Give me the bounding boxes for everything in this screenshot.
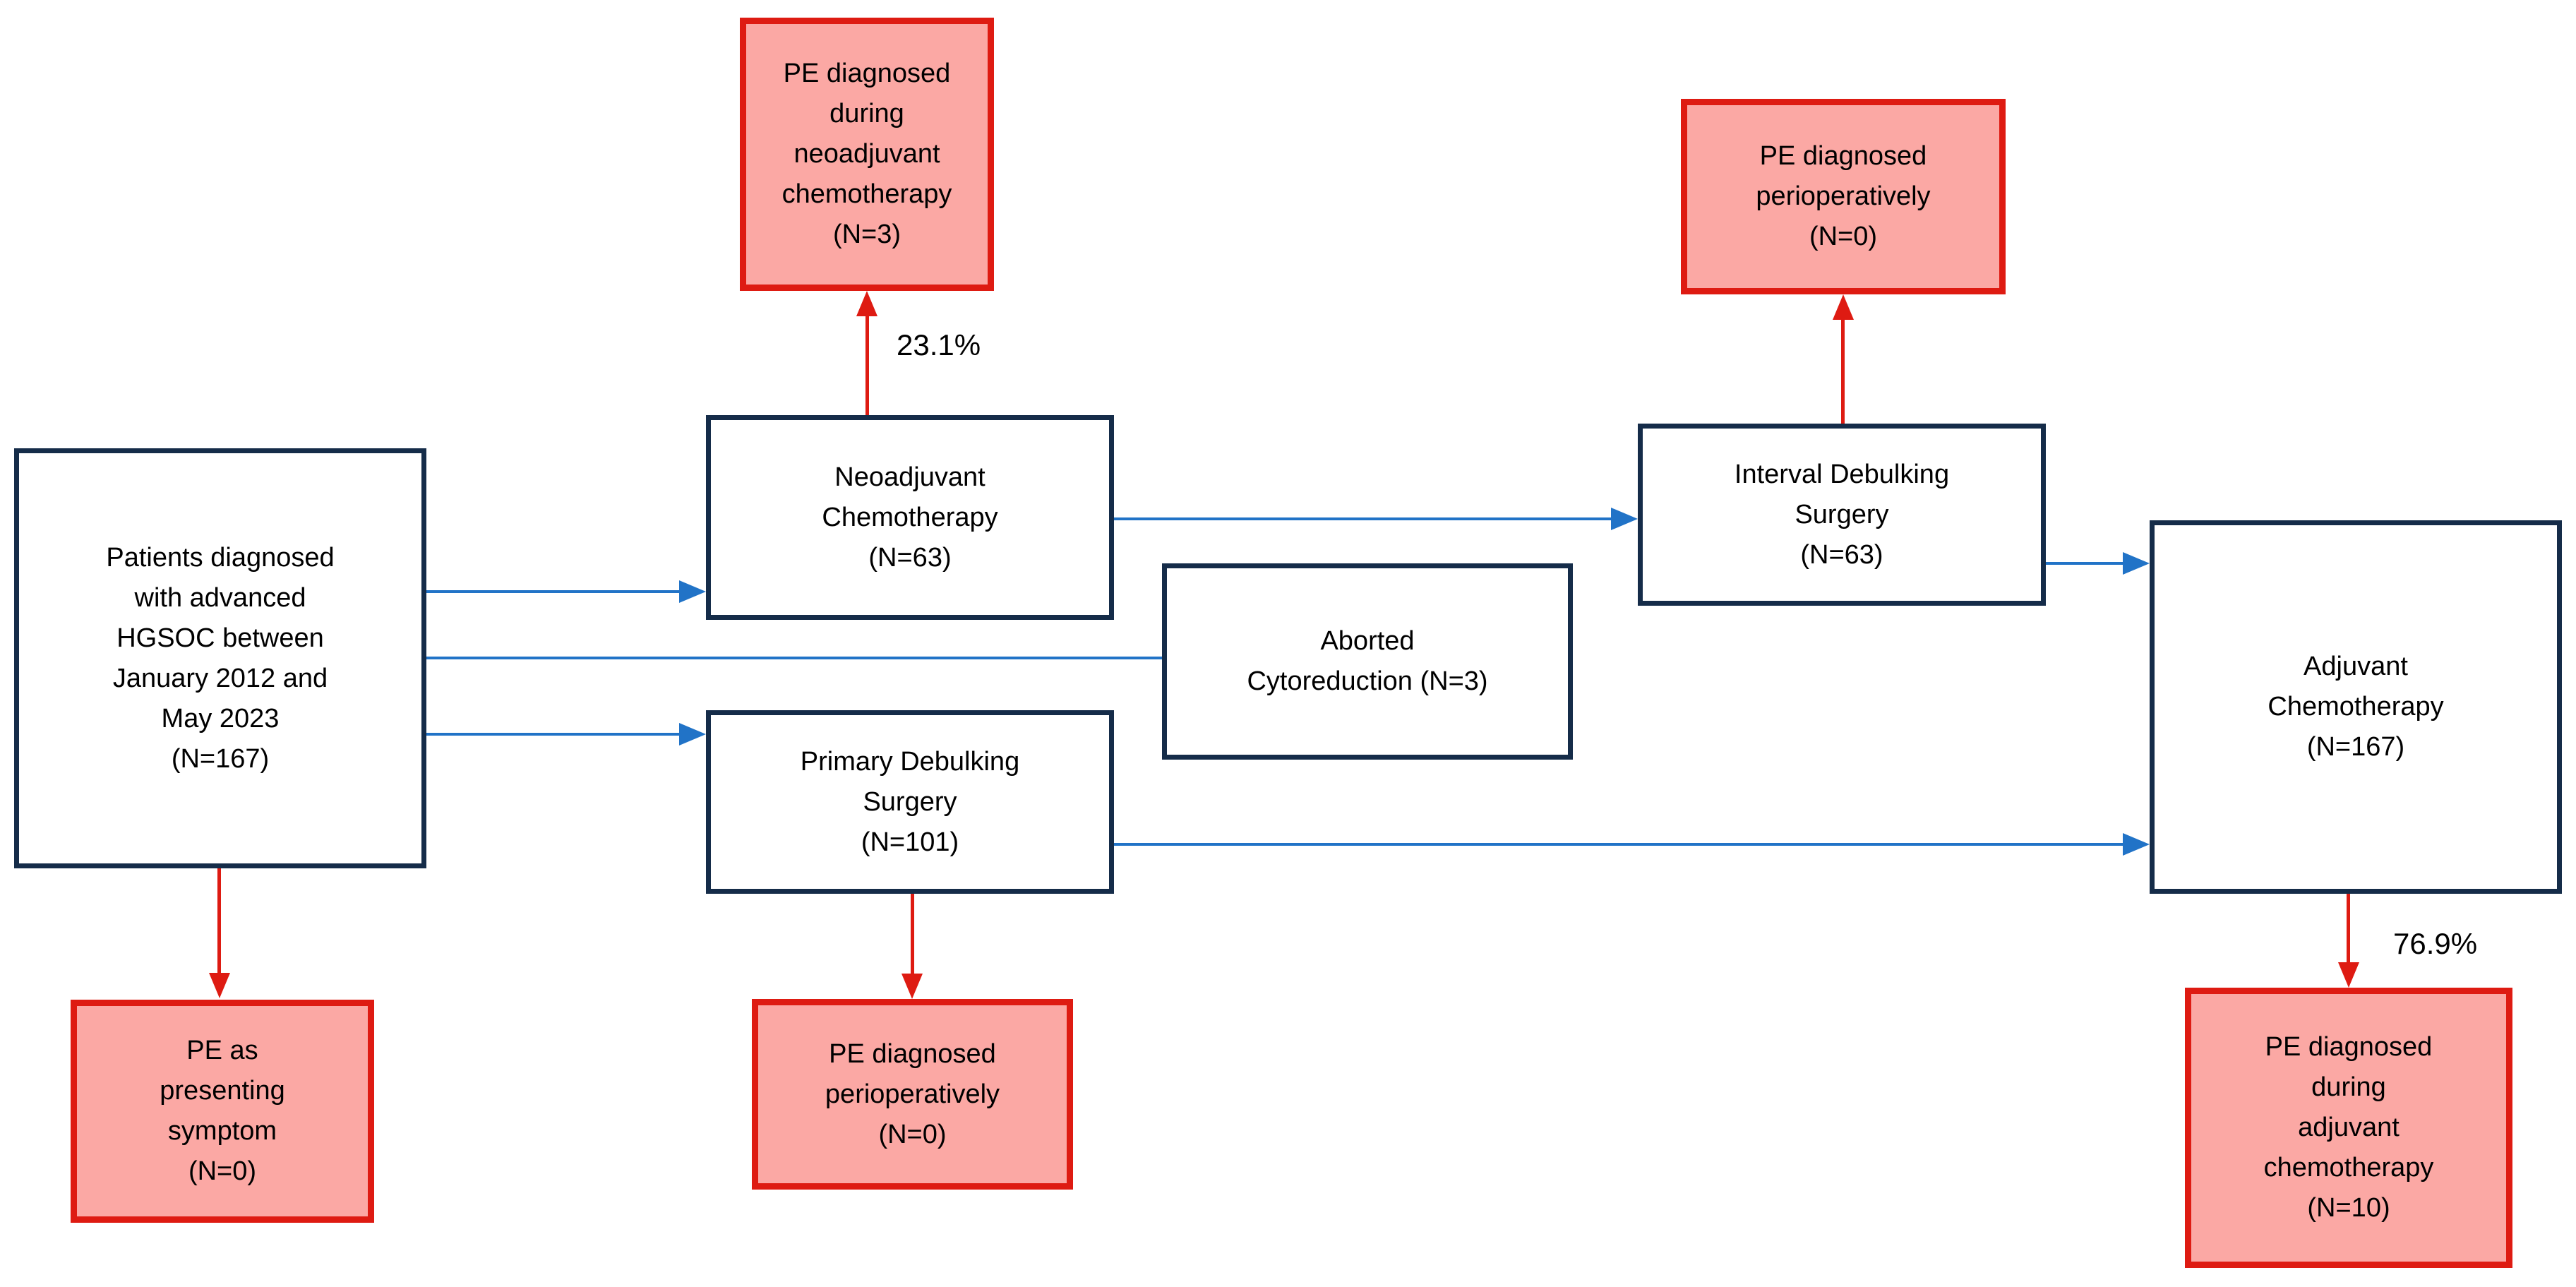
arrow-interval-to-adjuvant-line xyxy=(2046,562,2126,565)
label-neoadjuvant-pe-rate: 23.1% xyxy=(897,328,981,361)
node-primary-debulking-surgery: Primary Debulking Surgery (N=101) xyxy=(706,710,1114,894)
arrow-neoadjuvant-to-interval-line xyxy=(1114,517,1614,520)
node-neoadjuvant-chemotherapy: Neoadjuvant Chemotherapy (N=63) xyxy=(706,415,1114,620)
node-pe-during-neoadjuvant-label: PE diagnosed during neoadjuvant chemothe… xyxy=(781,59,952,249)
node-interval-debulking-surgery: Interval Debulking Surgery (N=63) xyxy=(1638,424,2046,606)
node-pe-during-adjuvant: PE diagnosed during adjuvant chemotherap… xyxy=(2185,988,2512,1268)
node-primary-debulking-surgery-label: Primary Debulking Surgery (N=101) xyxy=(800,746,1020,857)
arrow-neoadjuvant-to-interval-head-icon xyxy=(1611,508,1638,530)
arrow-interval-to-pe-head-icon xyxy=(1833,294,1854,320)
node-adjuvant-chemotherapy: Adjuvant Chemotherapy (N=167) xyxy=(2150,520,2562,894)
node-aborted-cytoreduction-label: Aborted Cytoreduction (N=3) xyxy=(1247,626,1488,696)
arrow-primary-to-adjuvant-head-icon xyxy=(2123,833,2150,856)
arrow-interval-to-pe-line xyxy=(1841,317,1845,424)
arrow-primary-to-adjuvant-line xyxy=(1114,843,2126,846)
arrow-patients-to-primary-head-icon xyxy=(679,723,706,746)
arrow-neoadjuvant-to-pe-head-icon xyxy=(856,291,877,316)
arrow-patients-to-pe-presenting-line xyxy=(217,868,221,976)
arrow-adjuvant-to-pe-head-icon xyxy=(2338,962,2359,988)
arrow-primary-to-pe-line xyxy=(911,894,914,976)
node-pe-during-neoadjuvant: PE diagnosed during neoadjuvant chemothe… xyxy=(740,18,994,291)
node-pe-perioperative-interval: PE diagnosed perioperatively (N=0) xyxy=(1681,99,2006,294)
arrow-patients-to-neoadjuvant-head-icon xyxy=(679,580,706,603)
node-pe-perioperative-primary-label: PE diagnosed perioperatively (N=0) xyxy=(825,1038,1000,1149)
arrow-adjuvant-to-pe-line xyxy=(2347,894,2350,965)
node-adjuvant-chemotherapy-label: Adjuvant Chemotherapy (N=167) xyxy=(2268,652,2444,762)
arrow-patients-to-pe-presenting-head-icon xyxy=(209,973,230,998)
node-pe-during-adjuvant-label: PE diagnosed during adjuvant chemotherap… xyxy=(2263,1032,2434,1223)
connector-patients-to-aborted-line xyxy=(426,657,1162,659)
arrow-neoadjuvant-to-pe-line xyxy=(865,313,869,415)
node-pe-perioperative-primary: PE diagnosed perioperatively (N=0) xyxy=(752,999,1073,1190)
node-patients: Patients diagnosed with advanced HGSOC b… xyxy=(14,448,426,868)
node-pe-perioperative-interval-label: PE diagnosed perioperatively (N=0) xyxy=(1756,141,1931,251)
arrow-interval-to-adjuvant-head-icon xyxy=(2123,552,2150,575)
arrow-patients-to-neoadjuvant-line xyxy=(426,590,682,593)
node-patients-label: Patients diagnosed with advanced HGSOC b… xyxy=(106,542,335,774)
node-neoadjuvant-chemotherapy-label: Neoadjuvant Chemotherapy (N=63) xyxy=(822,462,998,573)
label-adjuvant-pe-rate: 76.9% xyxy=(2393,927,2478,960)
node-interval-debulking-surgery-label: Interval Debulking Surgery (N=63) xyxy=(1734,459,1950,570)
arrow-primary-to-pe-head-icon xyxy=(901,974,923,999)
node-aborted-cytoreduction: Aborted Cytoreduction (N=3) xyxy=(1162,563,1573,760)
node-pe-presenting-symptom: PE as presenting symptom (N=0) xyxy=(71,1000,374,1223)
arrow-patients-to-primary-line xyxy=(426,733,682,736)
node-pe-presenting-symptom-label: PE as presenting symptom (N=0) xyxy=(160,1036,285,1186)
